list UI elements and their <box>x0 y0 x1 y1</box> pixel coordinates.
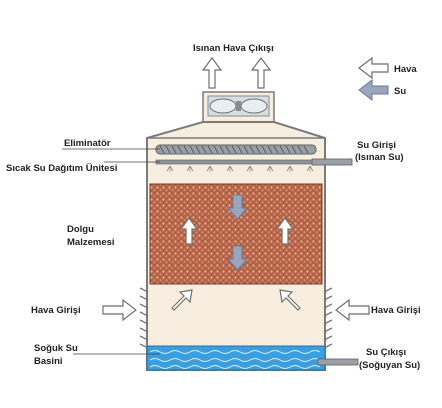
basin-label: Soğuk Su <box>34 343 78 354</box>
air-arrow-icon <box>279 289 301 311</box>
air-outlet-label: Isınan Hava Çıkışı <box>193 43 274 54</box>
air-arrow-icon <box>358 56 389 80</box>
water-outlet-pipe <box>317 358 359 366</box>
water-arrow-icon <box>226 245 249 271</box>
water-inlet-label: (Isınan Su) <box>355 152 404 163</box>
basin-label: Basini <box>34 356 63 367</box>
fan-icon <box>209 98 268 114</box>
water-arrow-icon <box>358 78 389 102</box>
air-arrow-icon <box>275 216 295 245</box>
air-inlet-left-label: Hava Girişi <box>31 305 81 316</box>
air-arrow-icon <box>171 289 193 311</box>
air-inlet-louvers-right <box>323 287 333 349</box>
eliminator <box>155 144 317 155</box>
air-arrow-icon <box>102 298 137 322</box>
legend-air-label: Hava <box>394 64 417 75</box>
water-outlet-label: (Soğuyan Su) <box>359 360 420 371</box>
distribution-label: Sıcak Su Dağıtım Ünitesi <box>6 163 117 174</box>
fill-label: Dolgu <box>67 224 94 235</box>
cold-water-basin <box>146 345 326 371</box>
water-outlet-label: Su Çıkışı <box>366 347 406 358</box>
air-inlet-louvers-left <box>139 287 149 349</box>
water-inlet-pipe <box>311 158 353 166</box>
water-arrow-icon <box>226 194 249 220</box>
air-arrow-icon <box>179 216 199 245</box>
water-inlet-label: Su Girişi <box>357 140 396 151</box>
air-arrow-icon <box>335 298 370 322</box>
spray-nozzles <box>166 165 314 172</box>
legend-water-label: Su <box>394 86 406 97</box>
eliminator-label: Eliminatör <box>64 138 111 149</box>
air-inlet-right-label: Hava Girişi <box>371 305 421 316</box>
air-arrow-icon <box>250 57 272 89</box>
air-arrow-icon <box>201 57 223 89</box>
fill-label: Malzemesi <box>67 237 115 248</box>
